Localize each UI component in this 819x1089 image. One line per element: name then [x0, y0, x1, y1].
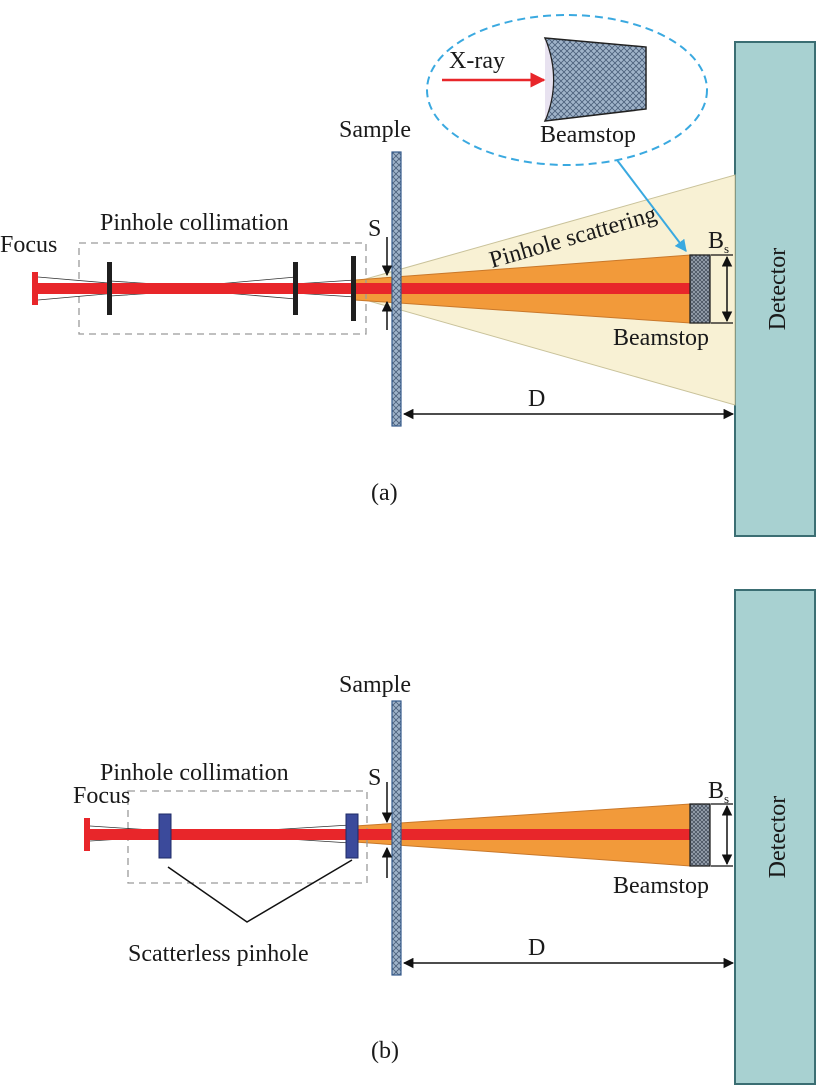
callout-beamstop-shape	[543, 37, 647, 122]
callout-xray-label: X-ray	[449, 48, 505, 74]
distance-a-label: D	[528, 386, 545, 412]
beamstop-b-label: Beamstop	[613, 873, 709, 899]
s-a-label: S	[368, 216, 381, 242]
sample-b	[391, 700, 402, 976]
focus-a-label: Focus	[0, 232, 57, 258]
panel-a: Detector	[0, 14, 816, 537]
sample-a-label: Sample	[339, 117, 411, 143]
detector-a	[734, 41, 816, 537]
callout-beamstop-face	[544, 37, 554, 122]
bs-b-label: Bs	[708, 778, 729, 806]
s-b-label: S	[368, 765, 381, 791]
bs-a-label: Bs	[708, 228, 729, 256]
distance-b-label: D	[528, 935, 545, 961]
beamstop-a-label: Beamstop	[613, 325, 709, 351]
collimation-a-label: Pinhole collimation	[100, 210, 289, 236]
pinhole-a-2	[293, 262, 298, 315]
caption-a: (a)	[371, 480, 398, 506]
collimation-b-label: Pinhole collimation	[100, 760, 289, 786]
caption-b: (b)	[371, 1038, 399, 1064]
focus-a	[32, 272, 38, 305]
callout-ellipse	[426, 14, 708, 166]
detector-a-label: Detector	[765, 248, 791, 331]
panel-b: Detector Focus Pinhole collimation Sampl…	[73, 589, 816, 1085]
beamstop-b	[689, 803, 711, 867]
sample-a	[391, 151, 402, 427]
detector-b-label: Detector	[765, 796, 791, 879]
focus-b	[84, 818, 90, 851]
pinhole-a-1	[107, 262, 112, 315]
sample-b-label: Sample	[339, 672, 411, 698]
pinhole-a-3	[351, 256, 356, 321]
detector-b	[734, 589, 816, 1085]
callout-beamstop-label: Beamstop	[540, 122, 636, 148]
beam-a	[36, 283, 690, 294]
beamstop-a	[689, 254, 711, 324]
callout-pointer	[616, 159, 687, 252]
focus-b-label: Focus	[73, 783, 130, 809]
beam-b	[88, 829, 690, 840]
scatterless-label: Scatterless pinhole	[128, 941, 309, 967]
scatterless-pinhole-b-1	[158, 813, 172, 859]
scatterless-pointer-lines	[167, 859, 353, 923]
scatterless-pinhole-b-2	[345, 813, 359, 859]
